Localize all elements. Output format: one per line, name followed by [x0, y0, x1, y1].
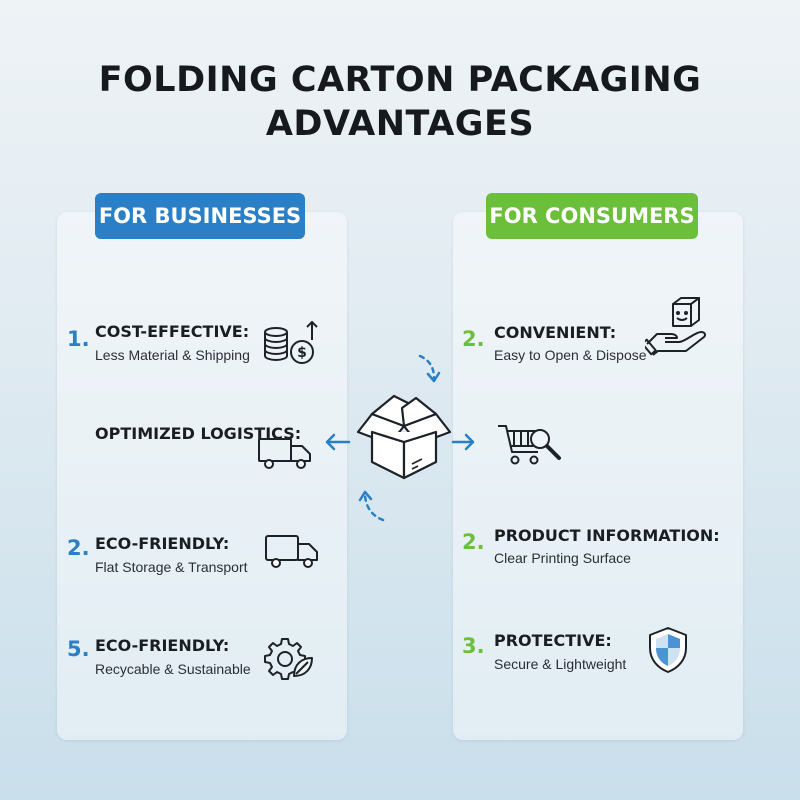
consumers-header: FOR CONSUMERS — [486, 193, 698, 239]
item-title: PROTECTIVE: — [494, 631, 612, 650]
right-arrow-icon — [451, 433, 475, 451]
item-subtitle: Clear Printing Surface — [494, 550, 631, 566]
center-diagram — [325, 352, 485, 532]
item-title: PRODUCT INFORMATION: — [494, 526, 720, 545]
item-number: 2. — [67, 536, 90, 560]
item-subtitle: Flat Storage & Transport — [95, 559, 248, 575]
item-subtitle: Easy to Open & Dispose — [494, 347, 647, 363]
shield-icon — [646, 626, 690, 674]
gear-leaf-icon — [264, 636, 314, 680]
shopping-cart-search-icon — [496, 422, 566, 468]
item-subtitle: Recycable & Sustainable — [95, 661, 251, 677]
item-title: CONVENIENT: — [494, 323, 617, 342]
item-title: COST-EFFECTIVE: — [95, 322, 250, 341]
left-arrow-icon — [325, 433, 351, 451]
item-title: OPTIMIZED LOGISTICS: — [95, 424, 302, 443]
delivery-truck-icon — [264, 533, 320, 569]
title-line-2: ADVANTAGES — [265, 104, 535, 144]
businesses-header: FOR BUSINESSES — [95, 193, 305, 239]
item-number: 3. — [462, 634, 485, 658]
title-line-1: FOLDING CARTON PACKAGING — [98, 60, 702, 100]
svg-text:$: $ — [297, 345, 307, 361]
coins-dollar-icon: $ — [262, 318, 322, 368]
dotted-arrow-top — [418, 354, 436, 380]
item-subtitle: Secure & Lightweight — [494, 656, 627, 672]
item-title: ECO-FRIENDLY: — [95, 636, 230, 655]
page-title: FOLDING CARTON PACKAGING ADVANTAGES — [0, 58, 800, 146]
dotted-arrow-bottom — [363, 494, 385, 522]
item-number: 2. — [462, 530, 485, 554]
item-subtitle: Less Material & Shipping — [95, 347, 250, 363]
open-carton-box-icon — [354, 392, 454, 488]
delivery-truck-icon — [257, 436, 313, 470]
item-number: 2. — [462, 327, 485, 351]
item-number: 1. — [67, 327, 90, 351]
item-number: 5. — [67, 637, 90, 661]
item-title: ECO-FRIENDLY: — [95, 534, 230, 553]
hand-box-icon — [645, 296, 721, 362]
